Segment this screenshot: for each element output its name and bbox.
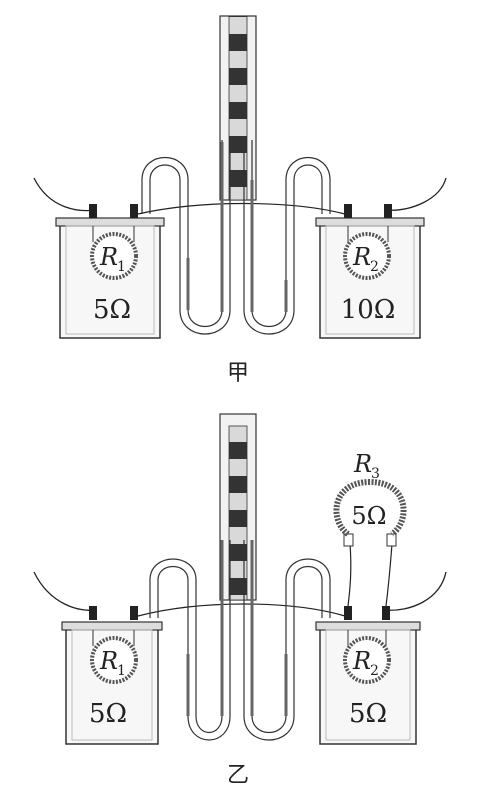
- figure-caption: 甲: [227, 361, 249, 386]
- resistor-label: R: [353, 450, 372, 478]
- terminal-icon: [89, 606, 97, 620]
- resistance-value: 10Ω: [341, 295, 396, 325]
- resistor-label: R: [99, 243, 118, 271]
- resistance-value: 5Ω: [93, 295, 131, 325]
- outer-wire-left: [33, 571, 96, 611]
- connecting-wire: [137, 202, 346, 215]
- external-resistor-r3: R 3 5Ω: [333, 450, 407, 607]
- r3-lead-wire: [385, 543, 393, 607]
- u-tube-right: [243, 540, 331, 741]
- outer-wire-left: [33, 177, 96, 212]
- terminal-icon: [130, 606, 138, 620]
- container-right: R 2 5Ω: [315, 606, 421, 745]
- terminal-icon: [130, 204, 138, 218]
- scale-ruler: [219, 15, 257, 201]
- terminal-icon: [382, 606, 390, 620]
- container-left: R 1 5Ω: [61, 606, 163, 745]
- resistor-subscript: 1: [117, 259, 126, 275]
- container-right: R 2 10Ω: [315, 204, 425, 339]
- figure-caption: 乙: [227, 763, 249, 788]
- resistor-label: R: [352, 647, 371, 675]
- terminal-icon: [89, 204, 97, 218]
- terminal-icon: [344, 204, 352, 218]
- coil-resistor-icon: [333, 478, 407, 537]
- terminal-icon: [384, 204, 392, 218]
- outer-wire-right: [384, 177, 447, 211]
- coil-resistor-icon: [343, 232, 391, 280]
- coil-resistor-icon: [90, 636, 138, 684]
- r3-lead-wire: [347, 543, 352, 607]
- resistor-subscript: 3: [371, 466, 380, 482]
- container-left: R 1 5Ω: [55, 204, 165, 339]
- diagram-jia: R 1 5Ω R 2 10Ω 甲: [33, 15, 447, 386]
- coil-resistor-icon: [90, 232, 138, 280]
- u-tube-right: [243, 140, 331, 335]
- resistance-value: 5Ω: [351, 502, 386, 530]
- resistance-value: 5Ω: [89, 699, 127, 729]
- u-tube-left: [141, 140, 231, 335]
- diagram-yi: R 1 5Ω R 2 5Ω R 3 5Ω: [33, 413, 447, 788]
- resistor-subscript: 1: [117, 663, 126, 679]
- u-tube-left: [149, 540, 231, 741]
- terminal-icon: [344, 606, 352, 620]
- outer-wire-right: [384, 571, 447, 611]
- resistor-subscript: 2: [370, 663, 379, 679]
- scale-ruler: [219, 413, 257, 601]
- resistor-label: R: [99, 647, 118, 675]
- resistance-value: 5Ω: [349, 699, 387, 729]
- resistor-label: R: [352, 243, 371, 271]
- connecting-wire: [137, 603, 346, 617]
- coil-resistor-icon: [343, 636, 391, 684]
- resistor-subscript: 2: [370, 259, 379, 275]
